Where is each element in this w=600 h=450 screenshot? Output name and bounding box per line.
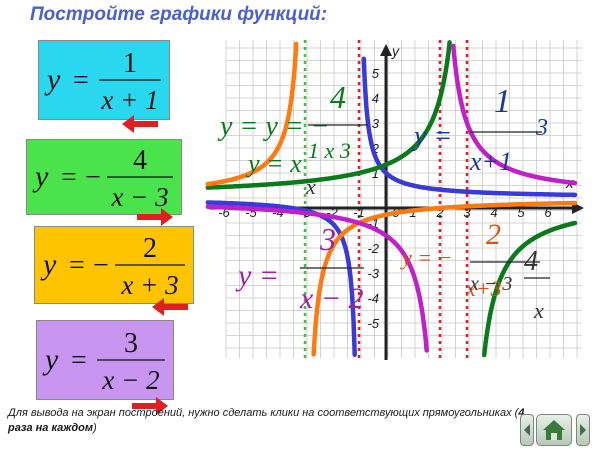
home-icon — [543, 420, 565, 440]
y-tick-label: -5 — [367, 316, 379, 331]
left-arrow-icon[interactable] — [120, 113, 160, 135]
formula-denominator: x + 1 — [100, 85, 158, 115]
formula-eq: = — [61, 162, 77, 193]
formula-y: y — [44, 63, 61, 96]
overlay-formula-label: y = — [411, 121, 452, 152]
overlay-formula-label: y = — [235, 259, 279, 292]
function-curve — [481, 220, 578, 358]
formula-card-1[interactable]: y = 1 x + 1 — [38, 40, 170, 120]
y-tick-label: 4 — [372, 91, 379, 106]
formula-denominator: x − 2 — [101, 365, 159, 395]
formula: y = 1 x + 1 — [44, 48, 161, 115]
y-tick-label: -1 — [367, 216, 379, 231]
left-arrow-icon — [524, 424, 530, 436]
y-tick-label: 1 — [372, 166, 379, 181]
formula-numerator: 2 — [143, 233, 157, 264]
formula-y: y — [40, 248, 57, 281]
x-tick-label: 2 — [435, 205, 444, 220]
function-curve — [205, 41, 299, 187]
formula: y =− 2 x + 3 — [40, 233, 185, 300]
overlay-formula-label: 2 — [486, 218, 501, 251]
function-curves — [205, 40, 578, 358]
overlay-formula-label: 3 — [319, 221, 336, 257]
instruction-note: Для вывода на экран построений, нужно сд… — [8, 407, 525, 434]
page-title: Постройте графики функций: — [30, 4, 328, 25]
formula-eq: = — [71, 345, 87, 376]
overlay-formula-label: 1 — [494, 83, 511, 120]
formula-y: y — [42, 343, 59, 376]
grid — [225, 40, 582, 358]
overlay-labels: y = y = −41 x 3y = xy =13x+1y =3x − 2y =… — [217, 79, 550, 323]
formula: y = 3 x − 2 — [42, 328, 165, 395]
formula-eq: = — [69, 250, 85, 281]
overlay-formula-label: 3 — [535, 115, 548, 141]
x-tick-label: 5 — [517, 205, 525, 220]
formula: y =− 4 x − 3 — [32, 145, 173, 212]
formula-denominator: x − 3 — [110, 182, 168, 212]
overlay-formula-label: y = − — [400, 245, 452, 270]
x-tick-label: 4 — [490, 205, 497, 220]
function-curve — [205, 204, 429, 353]
y-tick-label: -4 — [367, 291, 379, 306]
y-tick-label: 2 — [371, 141, 380, 156]
overlay-formula-label: x — [533, 298, 544, 323]
y-tick-label: -3 — [367, 266, 379, 281]
y-tick-label: -2 — [367, 241, 379, 256]
function-curve — [205, 40, 452, 190]
x-tick-label: 3 — [463, 205, 471, 220]
right-arrow-icon[interactable] — [135, 206, 175, 228]
y-tick-label: 3 — [372, 116, 380, 131]
overlay-formula-label: 1 x 3 — [308, 138, 351, 163]
right-arrow-icon[interactable] — [130, 395, 170, 417]
overlay-formula-label: y = x — [245, 149, 302, 178]
y-tick-label: 5 — [372, 66, 380, 81]
x-tick-label: -1 — [353, 205, 365, 220]
formula-sign: − — [85, 162, 101, 193]
x-tick-label: 6 — [544, 205, 552, 220]
left-arrow-icon[interactable] — [150, 296, 190, 318]
overlay-formula-label: y = y = − — [217, 111, 330, 142]
formula-numerator: 4 — [133, 145, 147, 176]
prev-button[interactable] — [520, 414, 534, 446]
formula-y: y — [32, 160, 49, 193]
function-curve — [205, 200, 357, 357]
function-curve — [451, 43, 578, 186]
right-arrow-icon — [580, 424, 586, 436]
formula-sign: − — [93, 250, 109, 281]
formula-card-3[interactable]: y =− 2 x + 3 — [34, 226, 194, 304]
formula-denominator: x + 3 — [120, 270, 178, 300]
overlay-formula-label: x+3 — [465, 276, 502, 301]
home-button[interactable] — [536, 414, 572, 446]
formula-numerator: 1 — [123, 48, 137, 79]
formula-eq: = — [73, 65, 89, 96]
overlay-formula-label: x − 3 — [469, 273, 512, 295]
y-axis-arrow-icon — [380, 44, 392, 56]
overlay-formula-label: x − 2 — [299, 282, 364, 315]
overlay-formula-label: x+1 — [469, 147, 512, 176]
overlay-formula-label: 4 — [330, 79, 346, 115]
function-curve — [361, 56, 578, 198]
next-button[interactable] — [576, 414, 590, 446]
y-axis-label: y — [391, 43, 400, 59]
formula-card-4[interactable]: y = 3 x − 2 — [36, 320, 174, 400]
formula-card-2[interactable]: y =− 4 x − 3 — [26, 139, 182, 215]
overlay-formula-label: x — [305, 174, 316, 199]
formula-numerator: 3 — [124, 328, 138, 359]
